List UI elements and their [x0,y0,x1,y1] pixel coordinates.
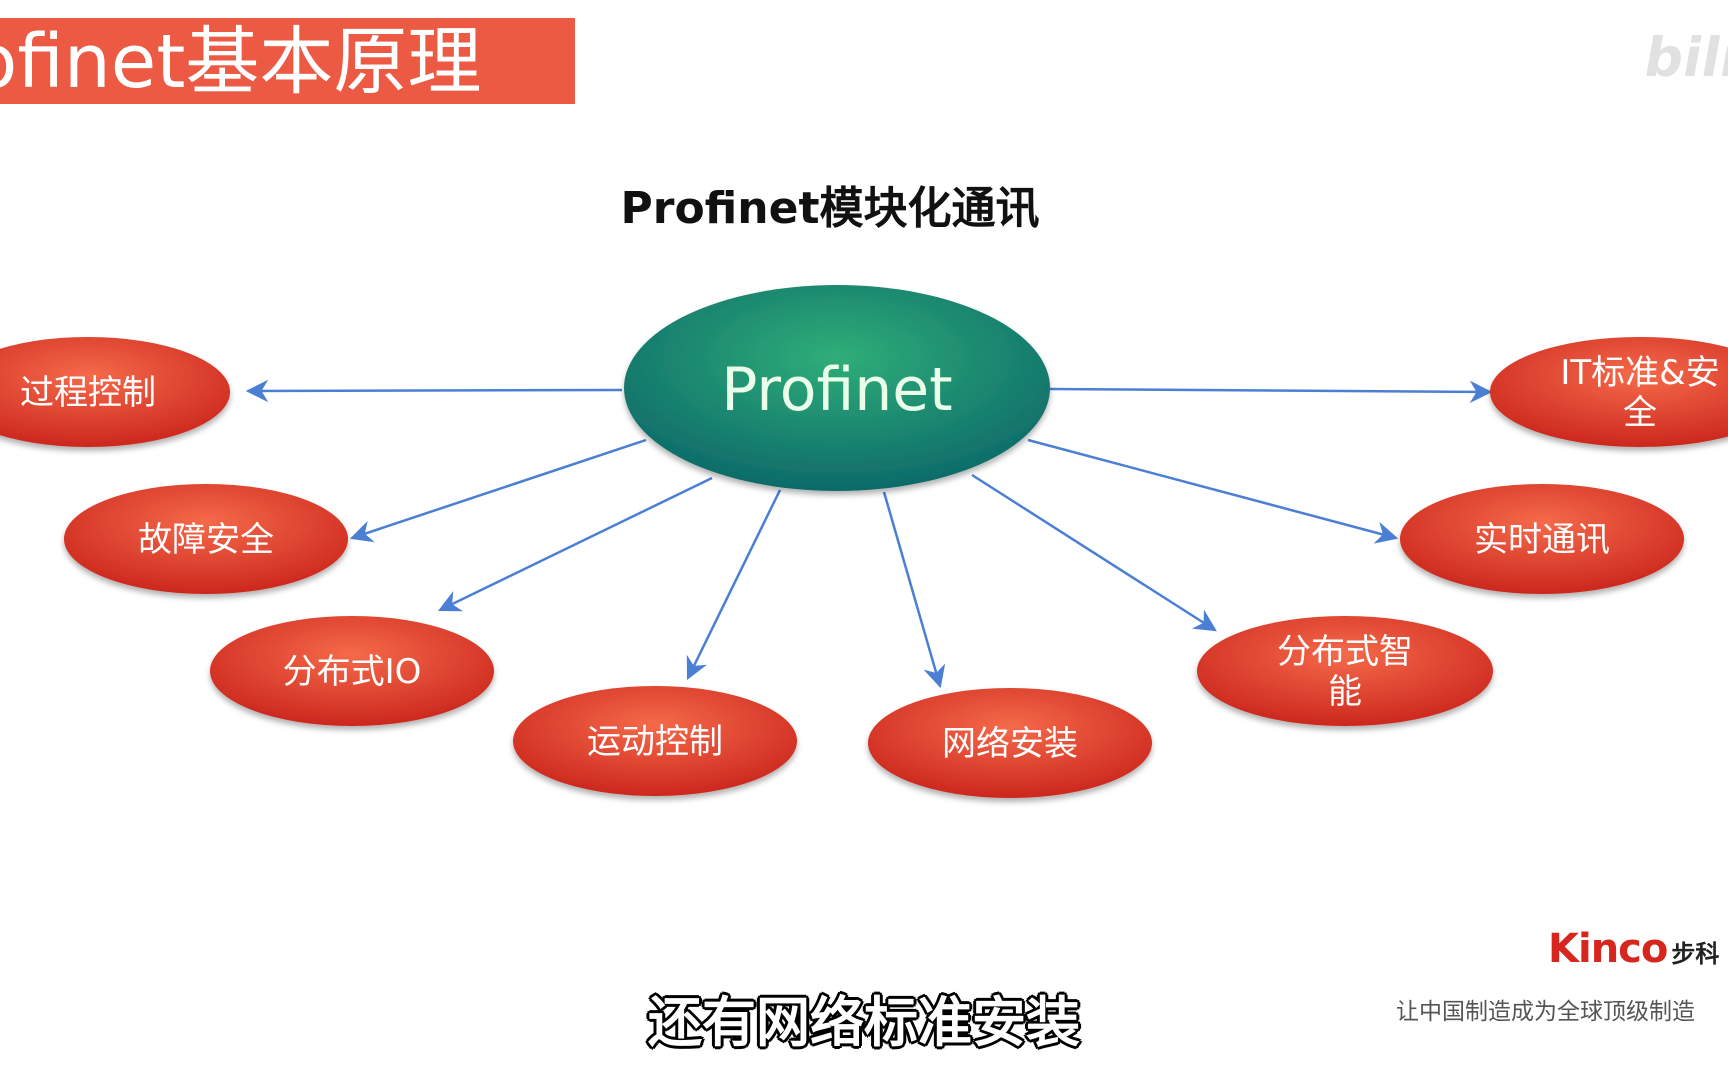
node-label: 网络安装 [942,724,1078,764]
brand-slogan: 让中国制造成为全球顶级制造 [1396,999,1695,1025]
title-banner: ofinet基本原理 [0,18,575,104]
node-label: IT标准&安 [1560,353,1719,393]
node-ellipse [1400,484,1684,594]
arrow-to-motion-control [686,489,782,681]
node-label: 故障安全 [138,520,274,560]
node-ellipse [1197,616,1493,726]
node-label: 分布式IO [283,652,422,692]
diagram-title: Profinet模块化通讯 [620,183,1040,234]
node-distributed-io: 分布式IO [210,616,494,726]
arrow-to-network-install [882,491,946,689]
node-label: 分布式智 [1277,632,1413,672]
arrow-to-distributed-intelligence [971,473,1217,632]
brand-name-cn: 步科 [1671,940,1720,968]
hub-label: Profinet [721,355,952,425]
node-fail-safe: 故障安全 [64,484,348,594]
node-label: 实时通讯 [1474,520,1610,560]
arrow-to-realtime-comm [1027,438,1399,544]
arrow-to-fail-safe [349,438,647,543]
node-it-standards-security: IT标准&安全 [1490,337,1728,447]
node-motion-control: 运动控制 [513,686,797,796]
node-ellipse [210,616,494,726]
arrow-to-process-control [245,379,623,403]
node-network-install: 网络安装 [868,688,1152,798]
node-ellipse [64,484,348,594]
slide-title: ofinet基本原理 [0,19,482,104]
arrow-to-distributed-io [437,476,713,612]
node-label: 过程控制 [20,373,156,413]
hub-node: Profinet [624,285,1050,491]
node-ellipse [0,337,230,447]
node-realtime-comm: 实时通讯 [1400,484,1684,594]
node-process-control: 过程控制 [0,337,230,447]
video-caption: 还有网络标准安装 [648,991,1080,1054]
node-ellipse [868,688,1152,798]
node-ellipse [513,686,797,796]
hub-ellipse [624,285,1050,491]
arrow-group [245,379,1493,689]
node-ellipse [1490,337,1728,447]
arrow-to-it-standards-security [1049,380,1493,404]
brand-name: Kinco [1548,926,1668,972]
node-label: 运动控制 [587,722,723,762]
node-label: 能 [1328,672,1362,712]
node-label: 全 [1623,393,1657,433]
